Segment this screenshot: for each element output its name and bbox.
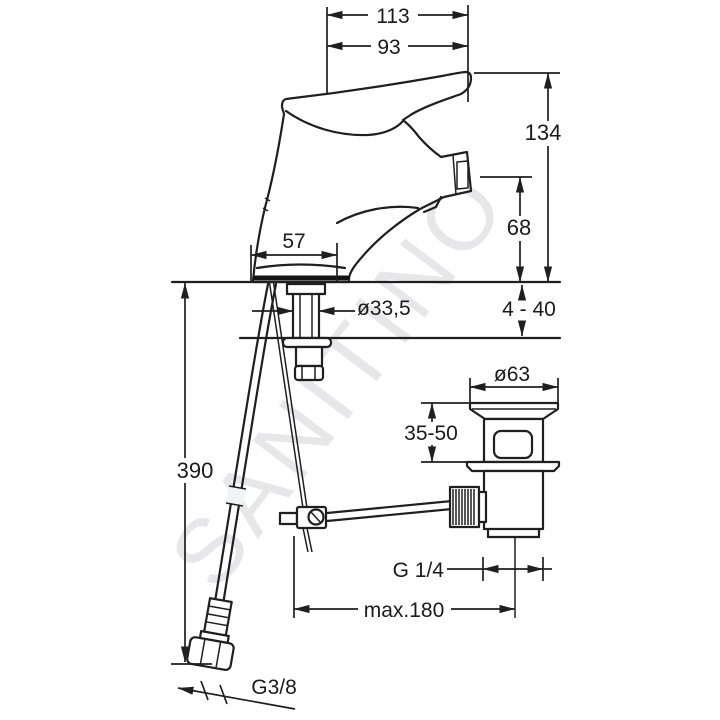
mounting-nut xyxy=(293,364,325,382)
dim-93-label: 93 xyxy=(377,36,400,59)
lever-pin xyxy=(278,511,299,526)
hose-fitting-g38 xyxy=(186,597,235,671)
dim-113: 113 xyxy=(326,3,469,102)
aerator-step xyxy=(422,195,443,214)
dim-g38: G3/8 xyxy=(177,676,297,710)
drain-plate xyxy=(465,460,561,473)
dim-g38-label: G3/8 xyxy=(251,676,297,699)
aerator-face xyxy=(456,160,469,190)
dim-68-label: 68 xyxy=(507,215,531,240)
dim-63-label: ø63 xyxy=(494,363,530,386)
spout-contour xyxy=(335,205,420,225)
dim-g14-label: G 1/4 xyxy=(393,559,445,582)
dim-63: ø63 xyxy=(469,363,559,402)
dim-57-label: 57 xyxy=(282,230,305,253)
knurl-hatching xyxy=(452,489,475,525)
overflow-window xyxy=(492,429,534,460)
shank-collar xyxy=(285,282,327,296)
dim-4-40: 4 - 40 xyxy=(502,284,556,337)
aerator-divider xyxy=(452,154,457,196)
dim-g14: G 1/4 xyxy=(393,557,552,582)
supply-hose xyxy=(209,282,278,631)
mounting-flange xyxy=(281,336,333,349)
dim-390-label: 390 xyxy=(177,458,214,483)
dim-390: 390 xyxy=(171,282,218,665)
mounting-guide xyxy=(294,345,324,368)
dim-35-50-label: 35-50 xyxy=(404,422,458,445)
mounting-shank xyxy=(281,282,333,382)
dim-68: 68 xyxy=(480,176,535,283)
dim-35-50: 35-50 xyxy=(403,402,470,463)
handle-dome-seam xyxy=(284,109,405,137)
dim-134: 134 xyxy=(474,72,566,283)
dim-max180: max.180 xyxy=(293,536,516,622)
joint-collar xyxy=(477,490,488,524)
drain-flange xyxy=(468,401,560,421)
dim-33-5-label: ø33,5 xyxy=(357,297,411,320)
dim-max180-label: max.180 xyxy=(364,599,445,622)
hose-break-gap xyxy=(226,486,246,506)
base-shoulder xyxy=(255,263,347,270)
dim-93: 93 xyxy=(326,34,469,59)
dim-113-label: 113 xyxy=(376,5,409,28)
dim-57: 57 xyxy=(250,228,338,282)
dim-4-40-label: 4 - 40 xyxy=(502,298,556,321)
drain-assembly xyxy=(448,401,561,618)
dim-33-5: ø33,5 xyxy=(252,297,411,320)
popup-linkage xyxy=(278,499,454,530)
drain-lower-body xyxy=(482,469,545,531)
dim-134-label: 134 xyxy=(525,120,562,145)
